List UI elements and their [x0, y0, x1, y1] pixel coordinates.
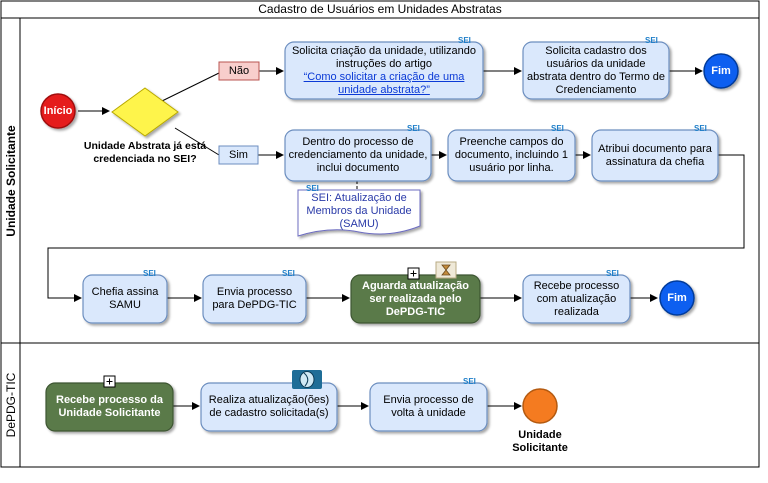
flow-gateway-yes	[174, 127, 220, 156]
task12-shape	[369, 382, 488, 432]
task3-label: Dentro do processo de credenciamento da …	[288, 136, 428, 174]
cond-yes-label: Sim	[229, 148, 248, 161]
sei-logo-icon: SEI	[645, 36, 658, 45]
connectors	[47, 67, 745, 410]
task4-shape	[447, 129, 576, 182]
end-event-lane2	[522, 388, 558, 424]
lane-title-unidade-solicitante: Unidade Solicitante	[4, 125, 18, 237]
task9-label: Recebe processo com atualização realizad…	[533, 279, 620, 318]
sei-logo-icon: SEI	[282, 269, 295, 278]
cond-no-box	[218, 61, 260, 81]
task8-label: Aguarda atualização ser realizada pelo D…	[362, 279, 469, 318]
task2-shape	[522, 41, 670, 100]
plus-icon	[106, 378, 113, 385]
sei-logo-icon: SEI	[694, 124, 707, 133]
task11-shape	[200, 382, 338, 432]
end-event-lane2-label: Unidade Solicitante	[512, 429, 568, 454]
decision-gateway	[111, 87, 179, 137]
task1-article-link[interactable]: “Como solicitar a criação de uma unidade…	[303, 70, 465, 96]
task7-shape	[202, 274, 307, 324]
task5-label: Atribui documento para assinatura da che…	[598, 142, 712, 168]
task9-shape	[522, 274, 631, 324]
task1-text: Solicita criação da unidade, utilizando …	[291, 44, 477, 70]
sei-logo-icon: SEI	[463, 377, 476, 386]
task6-shape	[82, 274, 168, 324]
task10-label: Recebe processo da Unidade Solicitante	[56, 394, 163, 419]
end-event-2-label: Fim	[667, 291, 687, 304]
sei-logo-icon: SEI	[551, 124, 564, 133]
pool-title: Cadastro de Usuários em Unidades Abstrat…	[258, 2, 502, 16]
cond-no-label: Não	[228, 64, 250, 77]
task4-label: Preenche campos do documento, incluindo …	[454, 136, 569, 174]
start-event	[40, 93, 76, 129]
cond-yes-box	[218, 145, 259, 165]
task11-label: Realiza atualização(ões) de cadastro sol…	[208, 394, 330, 419]
task1-shape	[284, 41, 484, 100]
sei-logo-icon: SEI	[606, 269, 619, 278]
update-icon	[292, 370, 322, 389]
task-shapes	[82, 41, 719, 432]
task1-label: Solicita criação da unidade, utilizando …	[285, 42, 483, 99]
task12-label: Envia processo de volta à unidade	[383, 394, 474, 419]
end-event-1	[703, 53, 739, 89]
sei-logo-icon: SEI	[407, 124, 420, 133]
task2-label: Solicita cadastro dos usuários da unidad…	[527, 44, 665, 96]
start-event-label: Início	[43, 104, 73, 117]
task6-label: Chefia assina SAMU	[91, 286, 159, 311]
sei-logo-icon: SEI	[143, 269, 156, 278]
flow-gateway-no	[161, 72, 220, 102]
end-event-2	[659, 280, 695, 316]
samu-document-label: SEI: Atualização de Membros da Unidade (…	[306, 191, 412, 230]
lane-title-depdg-tic: DePDG-TIC	[4, 372, 18, 438]
task3-shape	[284, 129, 432, 182]
task7-label: Envia processo para DePDG-TIC	[212, 286, 297, 311]
plus-icon	[410, 270, 417, 277]
gateway-question: Unidade Abstrata já está credenciada no …	[83, 140, 207, 165]
expand-markers	[103, 267, 420, 388]
end-event-1-label: Fim	[711, 64, 731, 77]
sei-logo-icon: SEI	[306, 184, 319, 193]
hourglass-icon	[435, 261, 457, 279]
flow-t5-t6	[47, 154, 745, 302]
sei-logo-icon: SEI	[458, 36, 471, 45]
task5-shape	[591, 129, 719, 182]
subprocess-shapes	[45, 274, 481, 432]
samu-document-shape	[297, 189, 421, 237]
